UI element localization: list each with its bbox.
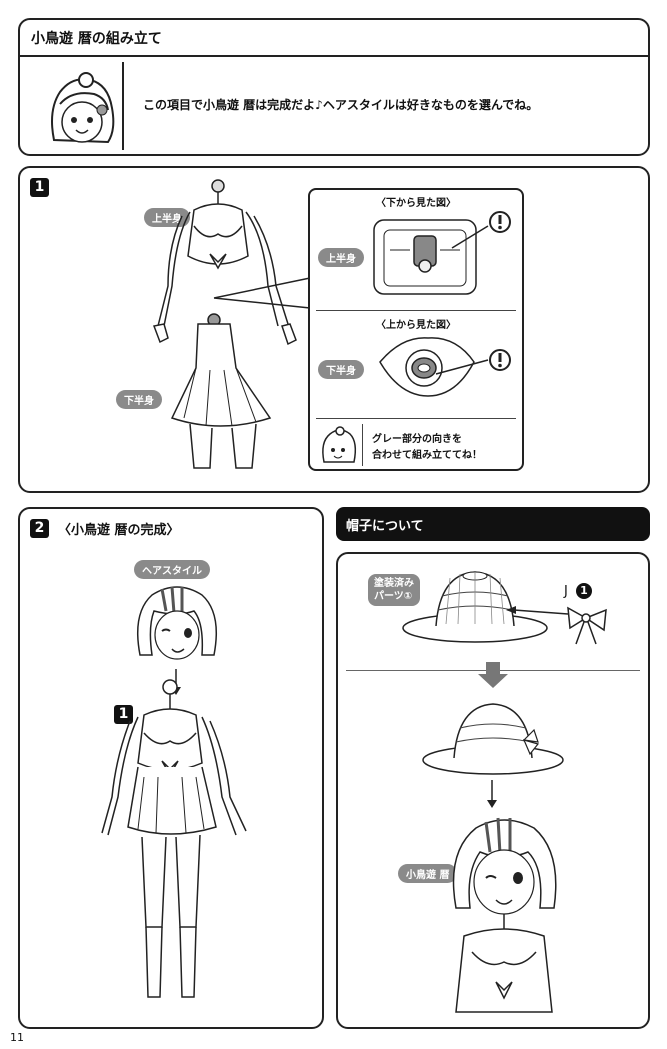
detail-callout-lines xyxy=(213,277,311,309)
connection-detail-panel: 〈下から見た図〉 上半身 〈上から見た図〉 下半身 xyxy=(308,188,524,471)
detail-label-lower: 下半身 xyxy=(318,360,364,379)
bottom-view-title: 〈下から見た図〉 xyxy=(376,198,456,209)
step2-number: 2 xyxy=(30,519,49,538)
tip-line-1: グレー部分の向きを xyxy=(372,434,462,445)
top-view-diagram xyxy=(379,337,475,397)
caution-icon-bottom xyxy=(489,349,511,371)
page-title: 小鳥遊 暦の組み立て xyxy=(31,31,162,47)
hat-to-head-arrow xyxy=(487,780,497,808)
character-bust-figure xyxy=(452,817,557,1013)
title-divider xyxy=(20,55,648,57)
painted-part-label: 塗装済み パーツ① xyxy=(368,574,420,606)
step2-ref-step1: 1 xyxy=(114,705,133,724)
down-arrow-icon xyxy=(478,662,508,688)
detail-divider-2 xyxy=(316,418,516,419)
upper-body-figure xyxy=(152,179,297,346)
step1-panel: 1 上半身 下半身 〈下から見た図〉 上半身 xyxy=(18,166,650,493)
hat-assembled xyxy=(422,703,564,775)
step1-number: 1 xyxy=(30,178,49,197)
hat-section-title: 帽子について xyxy=(346,519,424,534)
caution-pointer-top xyxy=(451,225,489,249)
top-view-title: 〈上から見た図〉 xyxy=(376,320,456,331)
lower-body-figure xyxy=(170,313,272,469)
tip-character-icon xyxy=(322,426,357,463)
ribbon-arrow xyxy=(506,606,569,615)
detail-divider-1 xyxy=(316,310,516,311)
painted-label-line1: 塗装済み xyxy=(374,578,414,589)
bottom-view-diagram xyxy=(373,219,477,295)
step1-label-lower: 下半身 xyxy=(116,390,162,409)
detail-label-upper: 上半身 xyxy=(318,248,364,267)
hat-panel: 塗装済み パーツ① J 1 小鳥遊 暦 xyxy=(336,552,650,1029)
hairstyle-label: ヘアスタイル xyxy=(134,560,210,579)
tip-divider xyxy=(362,424,363,466)
assembled-body-figure xyxy=(101,679,247,998)
hairstyle-head xyxy=(137,586,217,660)
character-avatar-icon xyxy=(51,72,115,144)
avatar-divider xyxy=(122,62,124,150)
step2-panel: 2 〈小鳥遊 暦の完成〉 ヘアスタイル 1 xyxy=(18,507,324,1029)
page-number: 11 xyxy=(10,1031,24,1044)
hat-unassembled xyxy=(402,571,548,643)
hat-section-header: 帽子について xyxy=(336,507,650,541)
painted-label-line2: パーツ① xyxy=(374,591,413,602)
character-name-label: 小鳥遊 暦 xyxy=(398,864,458,883)
intro-text: この項目で小鳥遊 暦は完成だよ♪ヘアスタイルは好きなものを選んでね。 xyxy=(143,98,539,112)
caution-icon-top xyxy=(489,211,511,233)
caution-pointer-bottom xyxy=(435,359,489,375)
step2-title: 〈小鳥遊 暦の完成〉 xyxy=(58,523,180,538)
tip-line-2: 合わせて組み立ててね！ xyxy=(372,450,482,461)
ribbon-part xyxy=(567,606,607,645)
part-letter: J xyxy=(564,584,568,599)
part-number-badge: 1 xyxy=(576,583,592,599)
intro-panel: 小鳥遊 暦の組み立て この項目で小鳥遊 暦は完成だよ♪ヘアスタイルは好きなものを… xyxy=(18,18,650,156)
